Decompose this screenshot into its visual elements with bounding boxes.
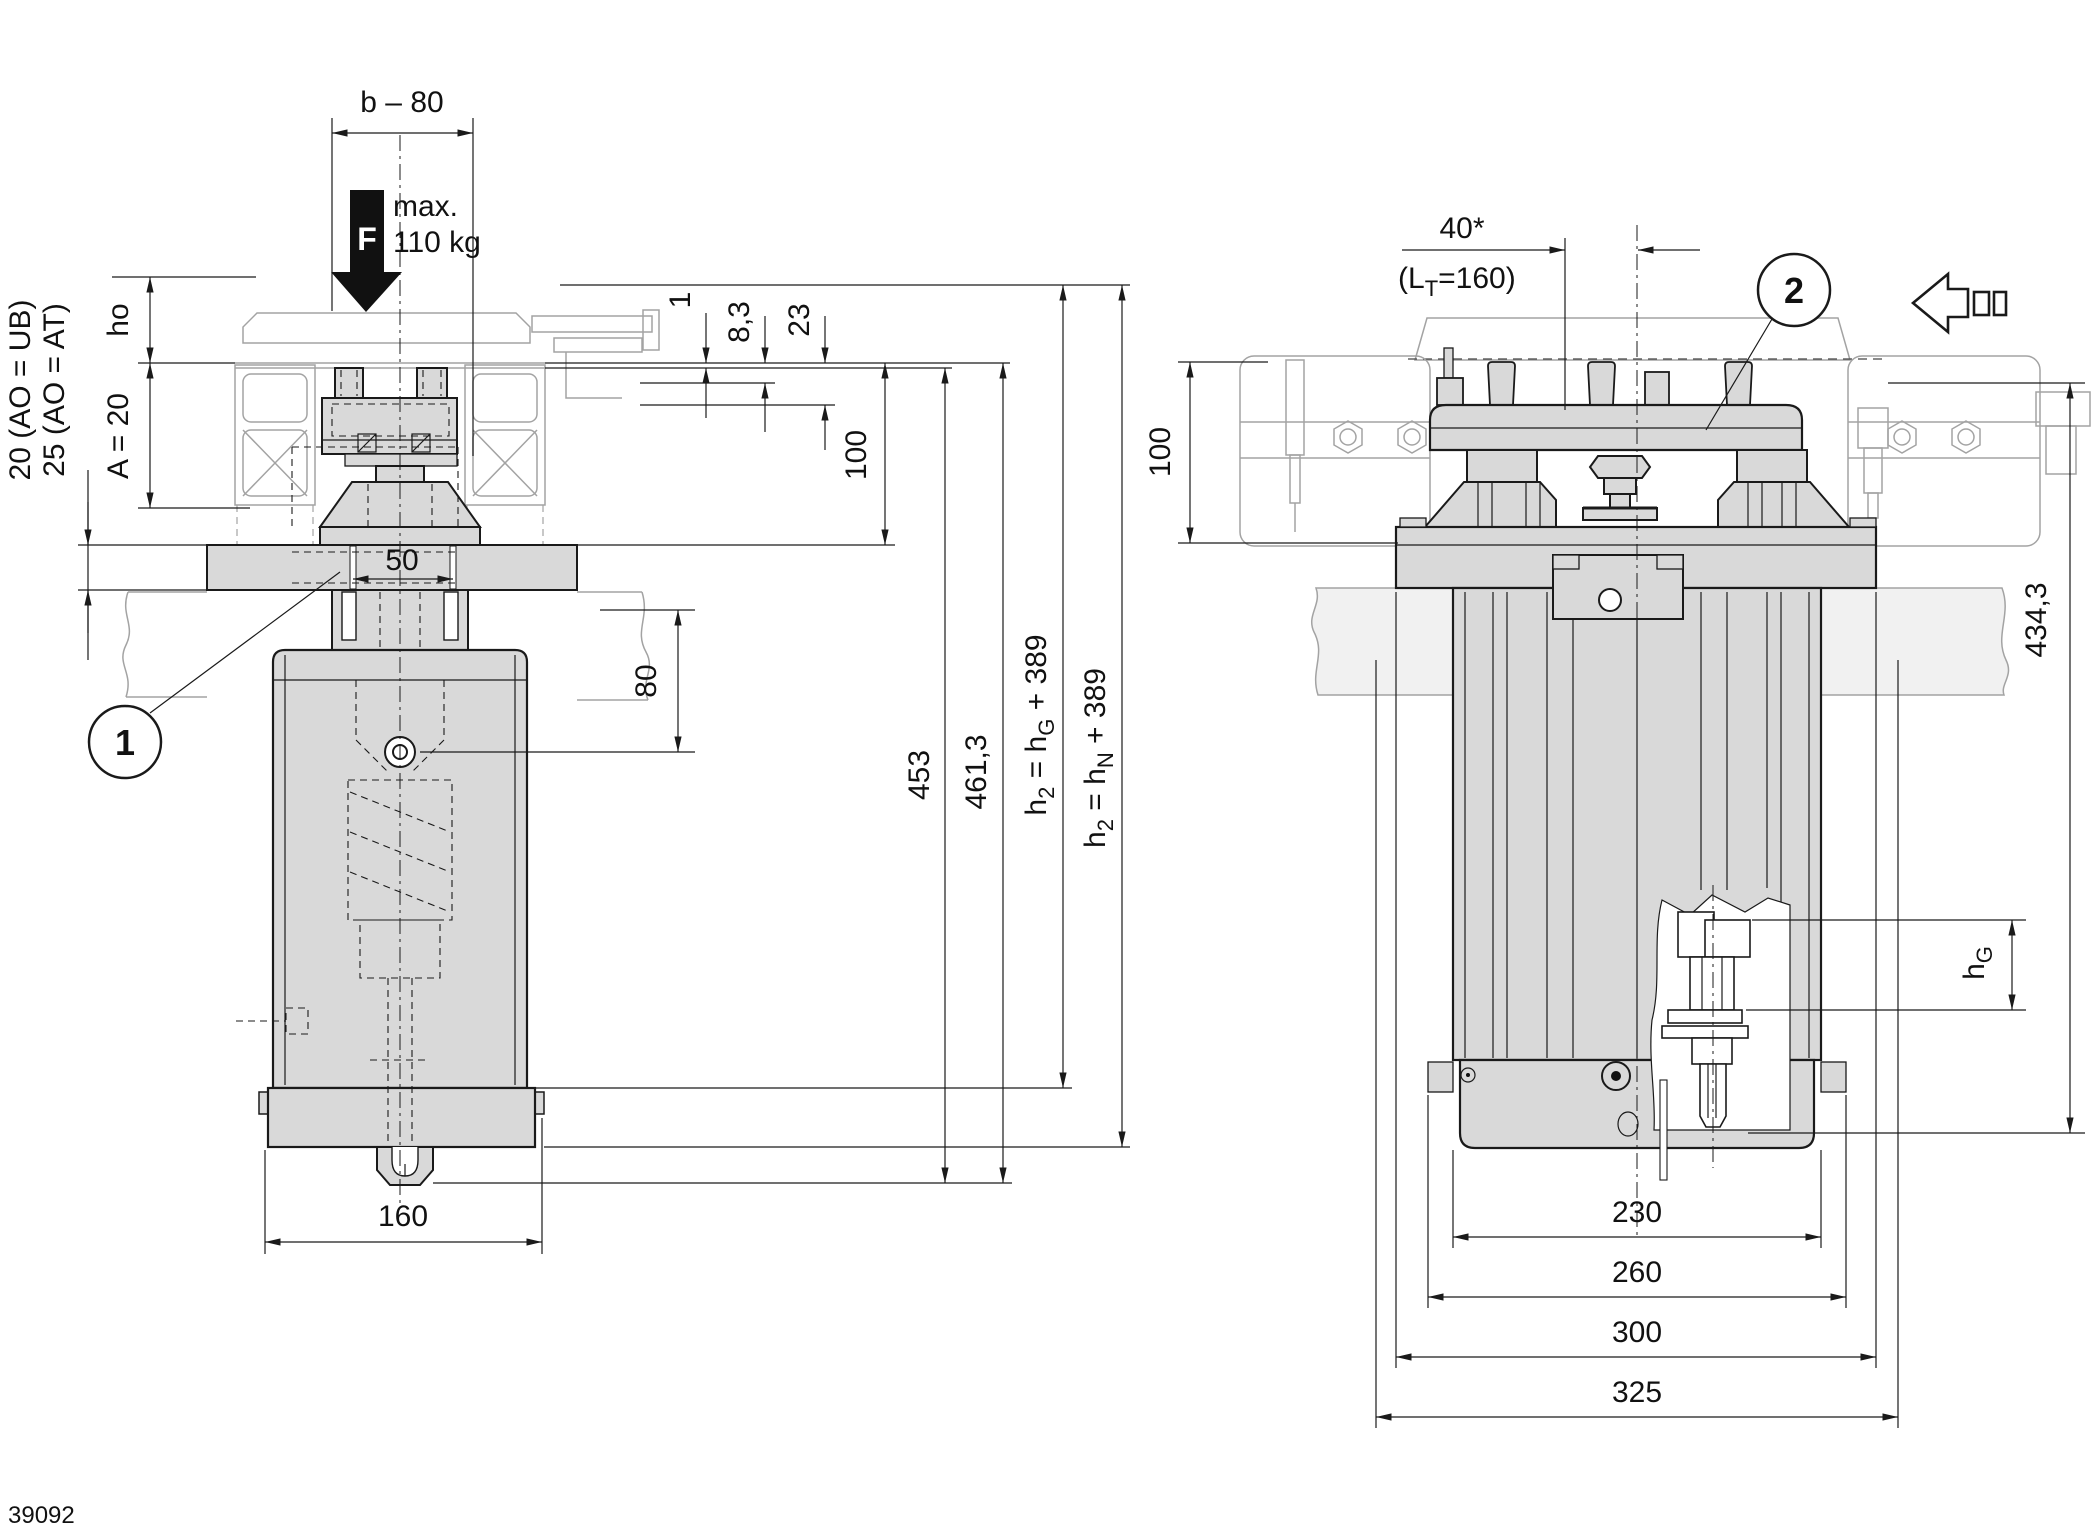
support-ribs-right xyxy=(1717,481,1852,528)
callout-2: 2 xyxy=(1705,252,1832,431)
force-value-label: 110 kg xyxy=(393,226,481,259)
conveyor-section-background xyxy=(112,276,660,701)
dim-23-label: 23 xyxy=(783,303,816,336)
dim-100-right-label: 100 xyxy=(1144,427,1177,477)
dim-h2-hg-label: h2 = hG + 389 xyxy=(1020,634,1059,815)
dim-h2-hn-label: h2 = hN + 389 xyxy=(1079,668,1118,848)
left-view-side-section: F max. 110 kg b – 80 ho A = 20 20 (AO = … xyxy=(4,86,1130,1254)
note-ao-at-label: 25 (AO = AT) xyxy=(38,303,71,477)
dim-b80-label: b – 80 xyxy=(360,86,443,119)
dim-50-label: 50 xyxy=(385,544,418,577)
dim-1-label: 1 xyxy=(664,292,697,309)
spindle-nut xyxy=(1582,455,1658,521)
right-view-front: 40* (LT=160) 100 434,3 hG 230 xyxy=(1144,212,2091,1428)
dim-230-label: 230 xyxy=(1612,1196,1662,1229)
dim-80-label: 80 xyxy=(630,664,663,697)
clamp-stud-left xyxy=(334,367,364,399)
center-lock-block xyxy=(1552,554,1684,620)
dim-40-label: 40* xyxy=(1439,212,1484,245)
bottom-flange xyxy=(266,1086,537,1149)
force-max-label: max. xyxy=(393,190,458,223)
dim-a20-label: A = 20 xyxy=(102,393,135,479)
frame-breakout-left xyxy=(122,591,207,698)
dim-434-3-label: 434,3 xyxy=(2020,582,2053,657)
callout-1-circle xyxy=(87,704,163,780)
dim-100-label: 100 xyxy=(840,430,873,480)
workpiece-pallet xyxy=(242,312,531,344)
sensor-pin xyxy=(1443,347,1454,379)
conveyor-profile-right xyxy=(464,364,546,506)
support-ribs-left xyxy=(1422,481,1557,528)
hidden-edges-left-view xyxy=(236,135,459,1205)
dim-461-3-label: 461,3 xyxy=(960,734,993,809)
callout-1: 1 xyxy=(87,571,341,780)
detail-cutout-bolt xyxy=(1650,885,1791,1181)
dim-260-label: 260 xyxy=(1612,1256,1662,1289)
dim-160-label: 160 xyxy=(378,1200,428,1233)
dim-ho-label: ho xyxy=(102,303,135,336)
frame-breakout-right xyxy=(577,591,651,701)
left-view-dimensions: b – 80 ho A = 20 20 (AO = UB) 25 (AO = A… xyxy=(4,86,1130,1254)
clamp-plate xyxy=(321,397,458,455)
force-arrow-icon: F xyxy=(331,190,402,312)
note-ao-ub-label: 20 (AO = UB) xyxy=(4,300,37,481)
figure-number: 39092 xyxy=(8,1502,75,1529)
sensor-bracket xyxy=(1857,407,1889,449)
dim-8-3-label: 8,3 xyxy=(723,301,756,343)
callout-2-circle xyxy=(1756,252,1832,328)
callout-1-number: 1 xyxy=(115,722,135,763)
lift-unit-front xyxy=(1394,225,1878,1235)
switch-pin xyxy=(1659,1079,1668,1181)
dim-hg-label: hG xyxy=(1958,946,1997,980)
dim-lt160-label: (LT=160) xyxy=(1398,262,1516,301)
conveyor-profile-left xyxy=(234,364,316,506)
direction-arrow-icon xyxy=(1910,271,2008,335)
pallet-arm xyxy=(531,309,660,399)
clamp-stud-right xyxy=(416,367,448,399)
dim-453-label: 453 xyxy=(903,750,936,800)
workpiece-pallet-front xyxy=(1414,317,1851,361)
transport-module-right xyxy=(1847,355,2091,547)
right-view-dimensions: 40* (LT=160) 100 434,3 hG 230 xyxy=(1144,212,2085,1428)
lift-unit-side xyxy=(206,367,578,1186)
callout-2-number: 2 xyxy=(1784,270,1804,311)
dim-325-label: 325 xyxy=(1612,1376,1662,1409)
force-symbol: F xyxy=(357,221,377,257)
dim-300-label: 300 xyxy=(1612,1316,1662,1349)
